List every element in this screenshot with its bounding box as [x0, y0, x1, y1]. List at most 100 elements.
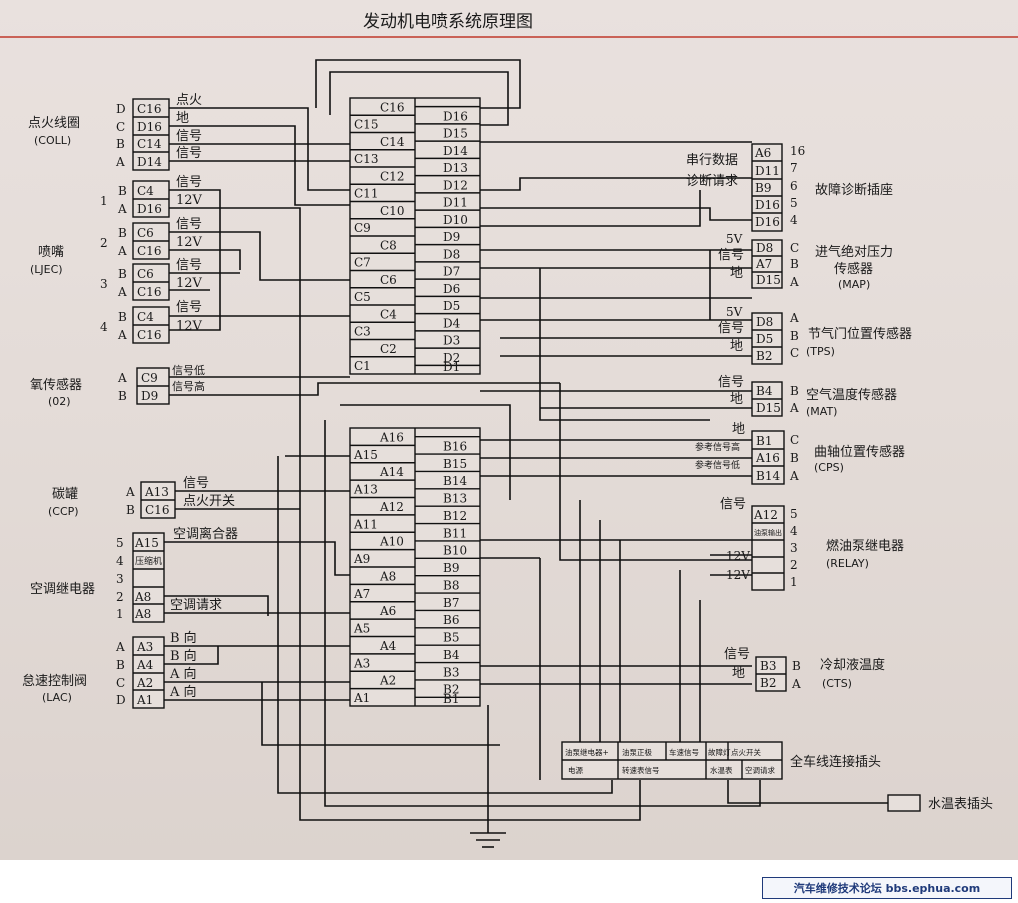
fpr-num-4: 1 — [790, 575, 798, 589]
o2-name: 氧传感器 — [30, 377, 82, 393]
map-name: 进气绝对压力 — [815, 244, 893, 260]
harness-bottom-1: 转速表信号 — [622, 765, 660, 775]
inj-sig-7: 12V — [176, 319, 203, 334]
ign-sig-1: 地 — [176, 111, 189, 126]
map-code-2: D15 — [756, 273, 781, 287]
inj-num-4: 4 — [100, 320, 108, 334]
ecu-cd-right-pin: D12 — [443, 178, 468, 192]
map-letter-0: C — [790, 241, 799, 255]
lac-code-1: A4 — [136, 658, 154, 672]
inj-letter-6: B — [118, 310, 127, 324]
inj-code-5: C16 — [137, 285, 161, 299]
cps-code-1: A16 — [755, 451, 780, 465]
mat-code-1: D15 — [756, 401, 781, 415]
ecu-cd-left-pin: C7 — [354, 256, 371, 270]
ecu-cd-right-pin: D5 — [443, 299, 460, 313]
ecu-cd-right-pin: D3 — [443, 334, 460, 348]
ac-num-1: 4 — [116, 554, 124, 568]
idle-control-valve: 怠速控制阀 (LAC) A B C D A3 A4 A2 A1 B 向 B 向 … — [22, 630, 197, 709]
mat-letter-0: B — [790, 384, 799, 398]
inj-code-0: C4 — [137, 184, 154, 198]
ac-code-1: 压缩机 — [135, 555, 162, 567]
mat-code-0: B4 — [756, 384, 773, 398]
ign-pin-letter-0: D — [116, 102, 126, 116]
ccp-letter-1: B — [126, 503, 135, 517]
fpr-num-1: 4 — [790, 524, 798, 538]
fpr-sig-0: 信号 — [720, 497, 746, 512]
map-sig-0: 5V — [726, 232, 743, 246]
harness-connector: 油泵继电器+ 油泵正极 车速信号 故障灯 点火开关 电源 转速表信号 水温表 空… — [561, 741, 881, 780]
dlc-code-1: D11 — [755, 164, 780, 178]
ecu-ab-left-pin: A7 — [353, 587, 370, 601]
injectors-sub: (LJEC) — [30, 263, 63, 276]
ecu-cd-right-pin: D16 — [443, 109, 468, 123]
o2-sig-0: 信号低 — [172, 364, 205, 377]
cps-letter-0: C — [790, 433, 799, 447]
coolant-temp-sensor: B3 B2 B A 信号 地 冷却液温度 (CTS) — [724, 647, 885, 692]
ccp-code-1: C16 — [145, 503, 169, 517]
ecu-cd-right-pin: D4 — [443, 316, 461, 330]
ecu-cd-right-pin: D14 — [443, 144, 468, 158]
ecu-ab-left-pin: A9 — [353, 552, 370, 566]
tps-code-2: B2 — [756, 349, 772, 363]
fpr-sig-3: 12V — [726, 549, 750, 563]
inj-sig-1: 12V — [176, 193, 203, 208]
ecu-ab-right-pin: B13 — [443, 492, 467, 506]
tps-sub: (TPS) — [806, 345, 835, 358]
ecu-ab-left-pin: A14 — [379, 465, 404, 479]
ecu-ab-left-pin: A4 — [379, 639, 397, 653]
ac-code-0: A15 — [134, 536, 159, 550]
ecu-cd-left-pin: C15 — [354, 118, 378, 132]
mat-sig-1: 地 — [730, 392, 743, 407]
ecu-cd-right-pin: D2 — [443, 351, 460, 365]
cts-name: 冷却液温度 — [820, 657, 885, 673]
ecu-ab-right-pin: B5 — [443, 631, 459, 645]
ecu-ab-right-pin: B11 — [443, 526, 467, 540]
fuel-pump-relay: A12 油泵输出 5 4 3 2 1 信号 12V 12V 燃油泵继电器 (RE… — [720, 497, 904, 591]
cts-sub: (CTS) — [822, 677, 852, 690]
ecu-ab-right-pin: B12 — [443, 509, 467, 523]
ecu-cd-left-pin: C16 — [380, 100, 404, 114]
ccp-sig-0: 信号 — [183, 476, 209, 491]
ac-code-4: A8 — [134, 607, 151, 621]
map-sig-2: 地 — [730, 266, 743, 281]
ecu-ab-right-pin: B4 — [443, 648, 460, 662]
ecu-cd-right-pin: D8 — [443, 247, 460, 261]
ccp-sub: (CCP) — [48, 505, 79, 518]
ecu-cd-right-pin: D10 — [443, 213, 468, 227]
ac-sig-4: 空调请求 — [170, 598, 222, 613]
canister-purge: 碳罐 (CCP) A B A13 C16 信号 点火开关 — [48, 476, 235, 519]
ecu-ab-left-pin: A6 — [379, 604, 396, 618]
dlc-num-3: 5 — [790, 196, 798, 210]
cps-code-2: B14 — [756, 469, 780, 483]
lac-letter-1: B — [116, 658, 125, 672]
ecu-cd-left-pin: C8 — [380, 238, 397, 252]
ecu-connector-ab: A16B16A15B15A14B14A13B13A12B12A11B11A10B… — [349, 427, 481, 707]
map-name2: 传感器 — [834, 261, 873, 277]
inj-code-2: C6 — [137, 226, 154, 240]
lac-sig-1: B 向 — [170, 648, 197, 664]
o2-letter-1: B — [118, 389, 127, 403]
cts-letter-1: A — [791, 677, 801, 691]
inj-sig-6: 信号 — [176, 300, 202, 315]
inj-code-6: C4 — [137, 310, 154, 324]
lac-letter-0: A — [115, 640, 125, 654]
ecu-ab-left-pin: A3 — [353, 656, 370, 670]
ecu-ab-left-pin: A1 — [353, 691, 370, 705]
fpr-num-0: 5 — [790, 507, 798, 521]
ecu-ab-right-pin: B10 — [443, 544, 467, 558]
ign-pin-letter-1: C — [116, 120, 125, 134]
ecu-cd-left-pin: C10 — [380, 204, 404, 218]
harness-top-3: 故障灯 — [708, 747, 731, 757]
ignition-coil: 点火线圈 (COLL) D C B A C16 D16 C14 D14 点火 地… — [28, 93, 202, 171]
ac-code-3: A8 — [134, 590, 151, 604]
lac-sig-3: A 向 — [169, 684, 197, 700]
tps-letter-0: A — [789, 311, 799, 325]
mat-sub: (MAT) — [806, 405, 837, 418]
map-code-1: A7 — [755, 257, 772, 271]
ecu-ab-right-pin: B3 — [443, 665, 459, 679]
ignition-coil-name: 点火线圈 — [28, 116, 80, 131]
ign-pin-letter-3: A — [115, 155, 125, 169]
cps-sig-2: 参考信号低 — [695, 459, 740, 471]
ecu-cd-right-pin: D7 — [443, 265, 460, 279]
